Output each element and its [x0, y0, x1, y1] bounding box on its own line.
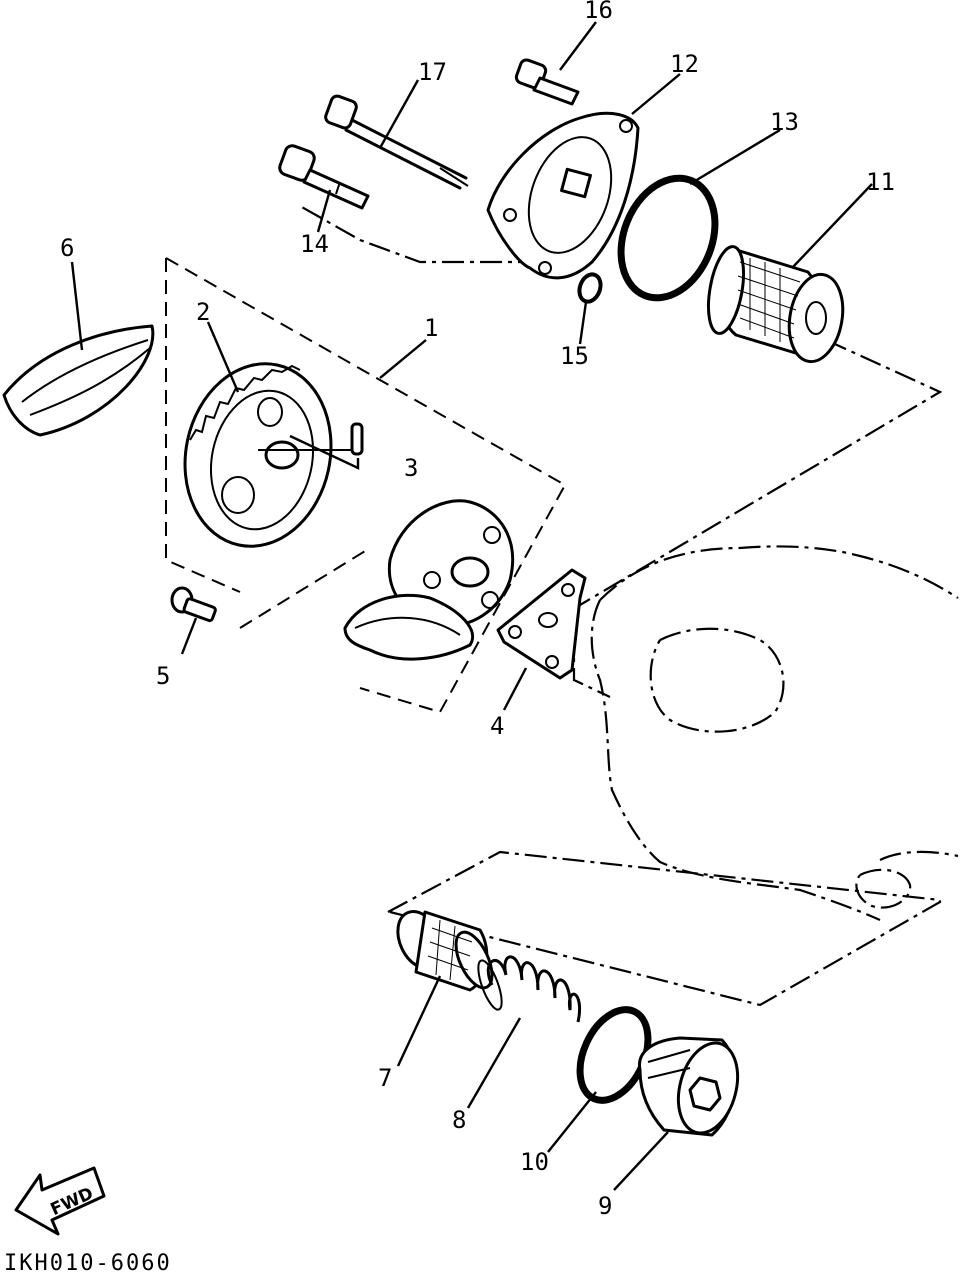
- short-bolt-part: [278, 144, 370, 210]
- large-o-ring-part: [617, 174, 719, 302]
- drawing-code: IKH010-6060: [4, 1251, 172, 1275]
- screw-part: [170, 586, 217, 623]
- filter-cover-part: [486, 111, 640, 280]
- part-label-1: 1: [424, 314, 438, 342]
- small-bolt-part: [514, 58, 580, 106]
- part-labels: 1 2 3 4 5 6 7 8 9 10 11 12 13 14 15 16 1…: [60, 0, 895, 1220]
- part-label-13: 13: [770, 108, 799, 136]
- leader-lines: [70, 21, 873, 1191]
- part-label-8: 8: [452, 1106, 466, 1134]
- part-label-9: 9: [598, 1192, 612, 1220]
- small-o-ring-part: [577, 272, 603, 304]
- part-label-5: 5: [156, 662, 170, 690]
- cover-half-moon-part: [2, 324, 155, 437]
- part-label-3: 3: [404, 454, 418, 482]
- part-label-12: 12: [670, 50, 699, 78]
- pin-part: [289, 422, 364, 470]
- part-label-14: 14: [300, 230, 329, 258]
- spring-part: [477, 955, 581, 1023]
- oil-pump-assembly-box: [165, 257, 567, 714]
- part-label-11: 11: [866, 168, 895, 196]
- part-label-7: 7: [378, 1064, 392, 1092]
- part-label-4: 4: [490, 712, 504, 740]
- drain-plug-part: [638, 1036, 740, 1137]
- crankcase-outline: [590, 545, 959, 922]
- strainer-part: [396, 910, 494, 992]
- forward-direction-arrow: FWD: [14, 1166, 106, 1236]
- gasket-plate-part: [496, 568, 587, 680]
- part-label-6: 6: [60, 234, 74, 262]
- alignment-lines: [299, 205, 943, 1007]
- long-bolt-part: [324, 94, 469, 190]
- part-label-17: 17: [418, 58, 447, 86]
- part-label-2: 2: [196, 298, 210, 326]
- part-label-10: 10: [520, 1148, 549, 1176]
- oil-pump-body: [343, 499, 515, 661]
- part-label-15: 15: [560, 342, 589, 370]
- part-label-16: 16: [584, 0, 613, 24]
- oil-filter-element-part: [706, 245, 845, 364]
